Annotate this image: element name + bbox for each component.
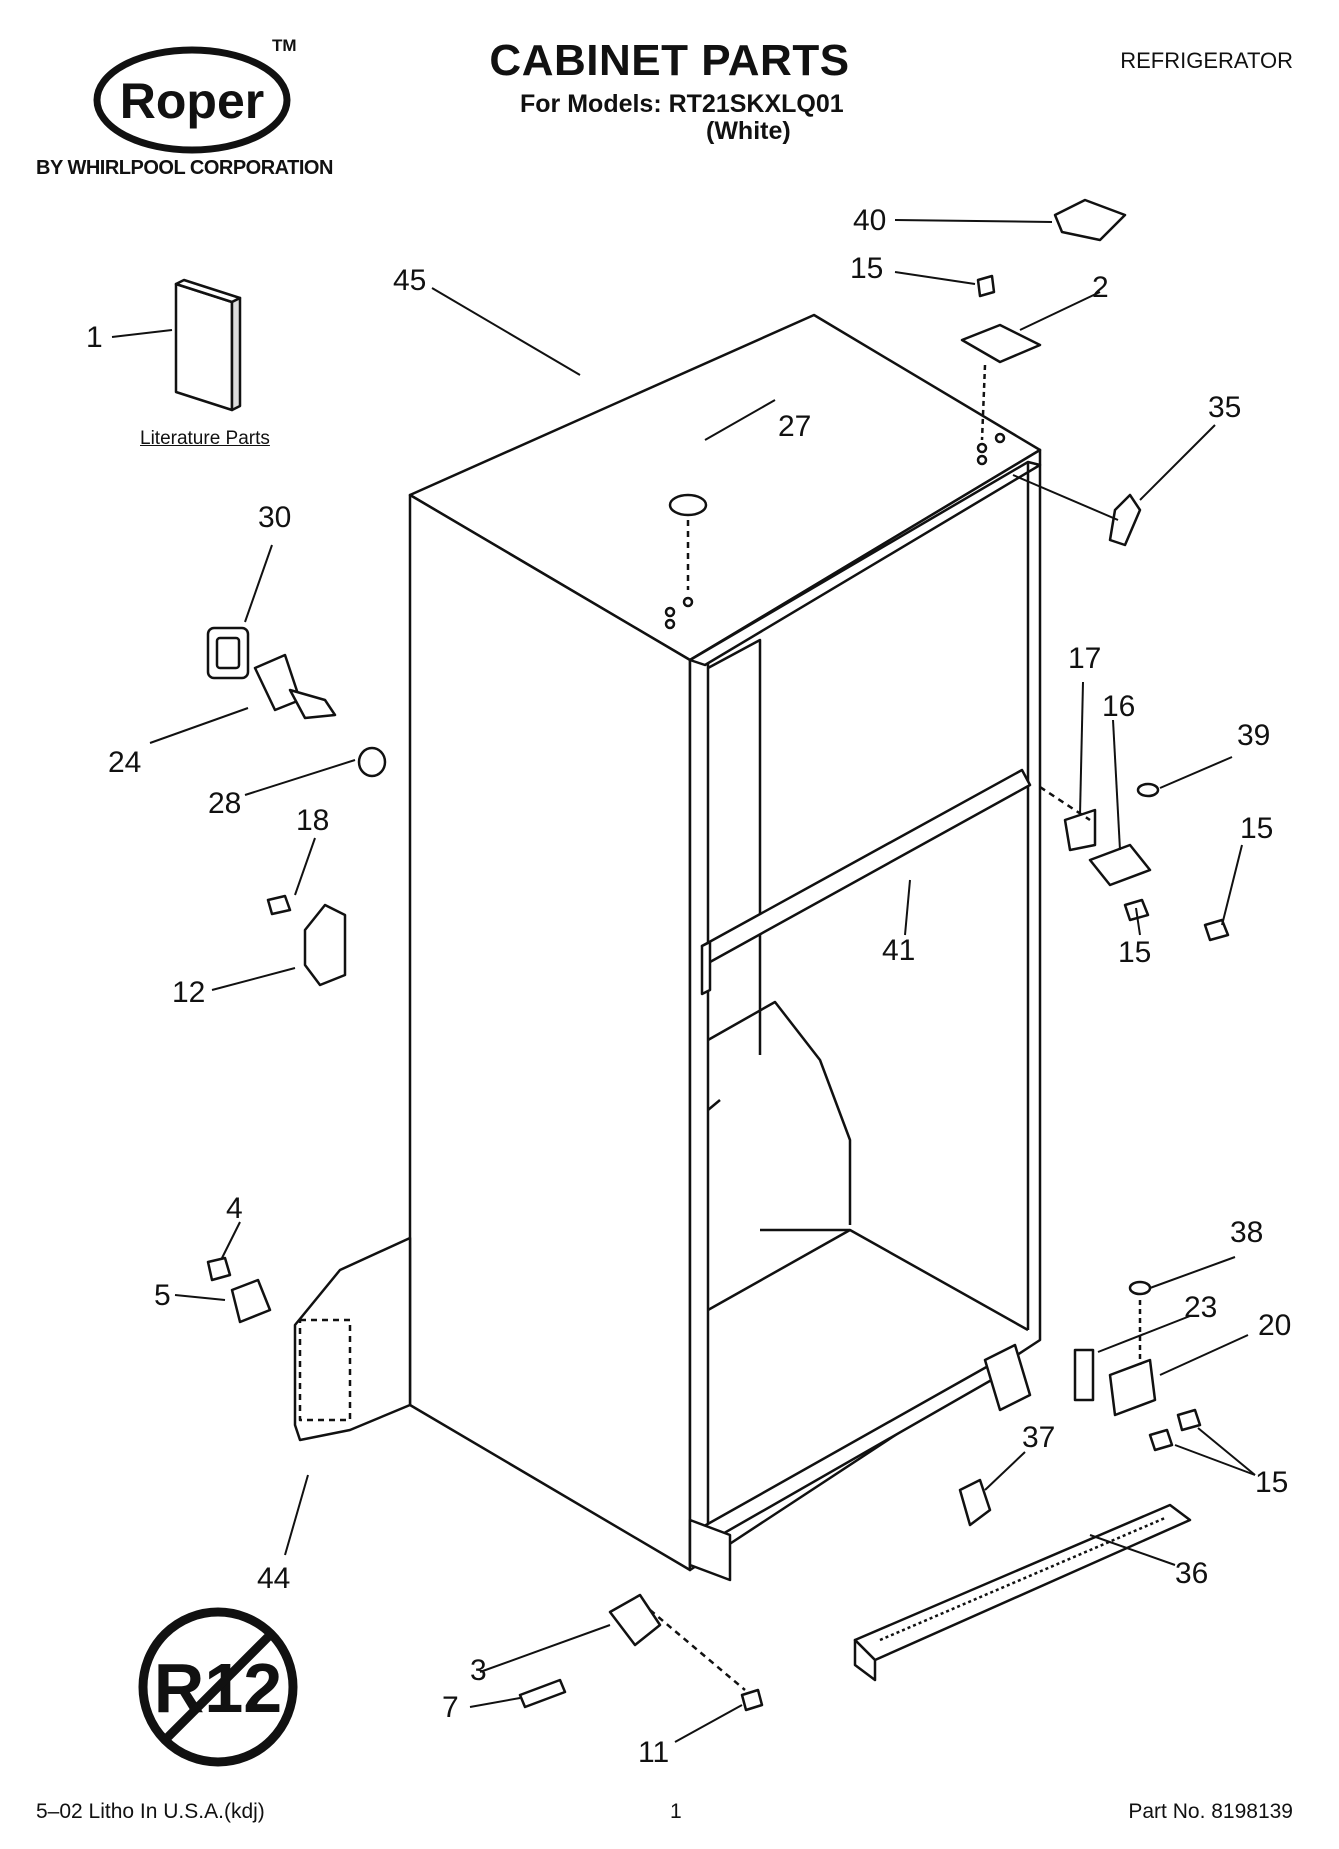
shim-part (1073, 1348, 1095, 1402)
callout-27: 27 (778, 410, 811, 443)
callout-45: 45 (393, 264, 426, 297)
callout-5: 5 (154, 1279, 171, 1312)
top-hinge-part (960, 323, 1042, 364)
trademark: TM (272, 36, 297, 55)
footer-print-info: 5–02 Litho In U.S.A.(kdj) (36, 1800, 265, 1823)
logo-text: Roper (120, 73, 264, 129)
callout-18: 18 (296, 804, 329, 837)
handle-bushing-part (206, 626, 250, 680)
callout-35: 35 (1208, 391, 1241, 424)
callout-30: 30 (258, 501, 291, 534)
no-r12-badge: R12 (138, 1607, 298, 1767)
bottom-hinge-part (1108, 1358, 1157, 1417)
callout-3: 3 (470, 1654, 487, 1687)
callout-41: 41 (882, 934, 915, 967)
trim-cap-part (1108, 493, 1142, 547)
footer-part-number: Part No. 8198139 (1128, 1800, 1293, 1823)
product-category: REFRIGERATOR (1120, 48, 1293, 73)
cabinet-part (408, 313, 1042, 1582)
callout-17: 17 (1068, 642, 1101, 675)
callout-15-right-upper: 15 (1240, 812, 1273, 845)
brand-byline: BY WHIRLPOOL CORPORATION (36, 157, 333, 179)
callout-36: 36 (1175, 1557, 1208, 1590)
callout-11: 11 (638, 1736, 669, 1769)
callout-15-right-lower: 15 (1118, 936, 1151, 969)
callout-37: 37 (1022, 1421, 1055, 1454)
footer-page-number: 1 (670, 1800, 682, 1823)
callout-44: 44 (257, 1562, 290, 1595)
callout-7: 7 (442, 1691, 459, 1724)
callout-39: 39 (1237, 719, 1270, 752)
callout-16: 16 (1102, 690, 1135, 723)
roller-bracket-part (608, 1593, 662, 1647)
clip-part (958, 1478, 992, 1527)
callout-28: 28 (208, 787, 241, 820)
callout-24: 24 (108, 746, 141, 779)
bracket-part (303, 903, 347, 987)
callout-20: 20 (1258, 1309, 1291, 1342)
side-panel-part (293, 1236, 412, 1442)
callout-4: 4 (226, 1192, 243, 1225)
models-line: For Models: RT21SKXLQ01 (520, 90, 844, 118)
callout-38: 38 (1230, 1216, 1263, 1249)
hinge-cover-part (1053, 198, 1127, 242)
hinge-bracket-part (1063, 808, 1097, 852)
clamp-part (230, 1278, 272, 1324)
plug-part (668, 493, 708, 517)
callout-12: 12 (172, 976, 205, 1009)
page-title: CABINET PARTS (489, 36, 850, 85)
callout-23: 23 (1184, 1291, 1217, 1324)
roper-logo: Roper (92, 44, 292, 159)
callout-40: 40 (853, 204, 886, 237)
literature-booklet-part (174, 278, 242, 412)
callout-15-bottom: 15 (1255, 1466, 1288, 1499)
washer-part (357, 746, 387, 778)
callout-15-top: 15 (850, 252, 883, 285)
literature-parts-label: Literature Parts (140, 428, 270, 449)
color-line: (White) (706, 117, 791, 145)
callout-2: 2 (1092, 271, 1109, 304)
callout-1: 1 (86, 321, 103, 354)
